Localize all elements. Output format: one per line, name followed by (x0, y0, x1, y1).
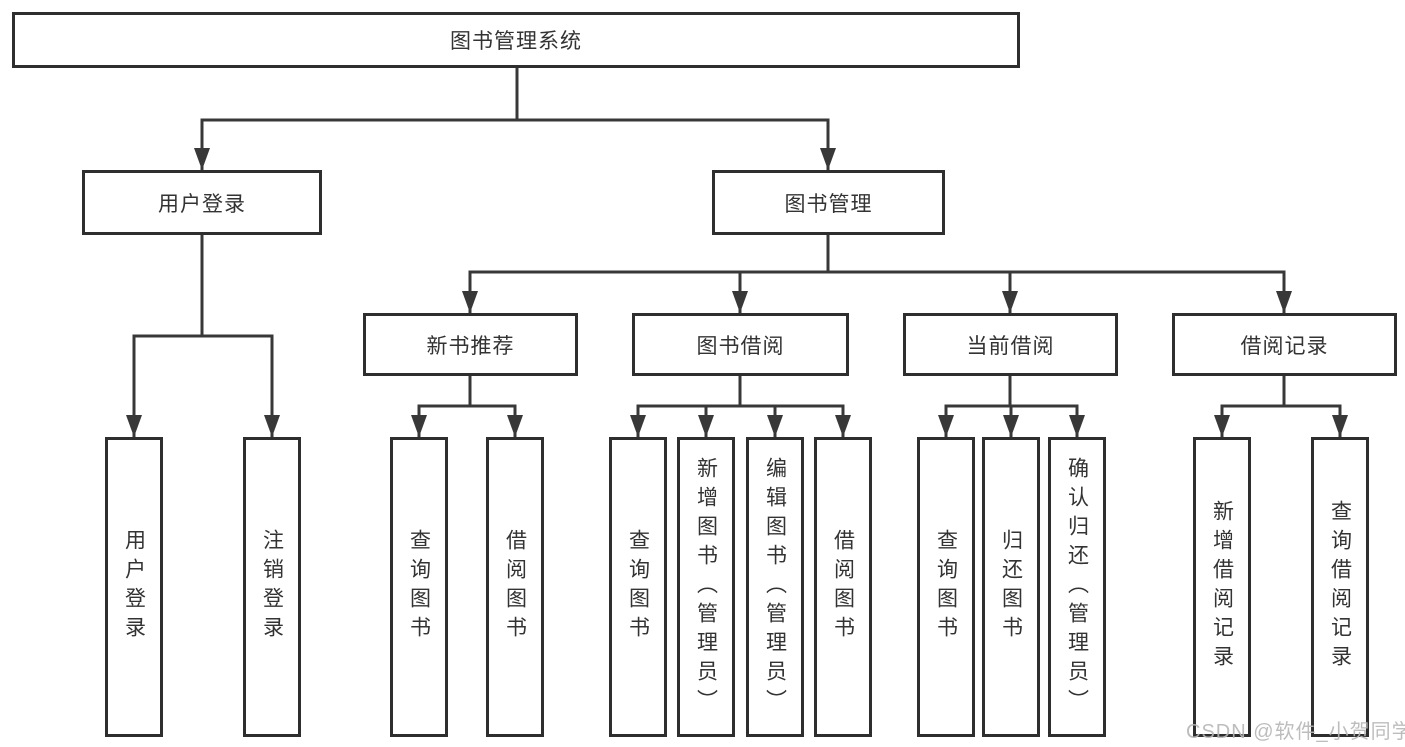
leaf-label: 查询借阅记录 (1328, 500, 1352, 674)
leaf-label: 新增图书（管理员） (694, 456, 718, 718)
leaf-query-books-current: 查询图书 (917, 437, 975, 737)
leaf-label: 借阅图书 (503, 529, 527, 645)
leaf-return-books: 归还图书 (982, 437, 1040, 737)
node-new-book-recommendation: 新书推荐 (363, 313, 578, 376)
leaf-label: 新增借阅记录 (1210, 500, 1234, 674)
connector-user-login-branch (126, 235, 280, 437)
leaf-label: 查询图书 (934, 529, 958, 645)
leaf-label: 确认归还（管理员） (1065, 456, 1089, 718)
node-book-borrowing: 图书借阅 (632, 313, 849, 376)
node-label: 新书推荐 (426, 334, 515, 358)
node-library-system-root: 图书管理系统 (12, 12, 1020, 68)
node-current-borrowing: 当前借阅 (903, 313, 1118, 376)
leaf-add-borrow-record: 新增借阅记录 (1193, 437, 1251, 737)
leaf-query-books-borrow: 查询图书 (609, 437, 667, 737)
leaf-query-books-recommend: 查询图书 (390, 437, 448, 737)
leaf-label: 查询图书 (407, 529, 431, 645)
csdn-watermark: CSDN @软件_小贺同学 (1186, 721, 1405, 743)
leaf-label: 用户登录 (122, 529, 146, 645)
node-label: 图书管理 (784, 192, 873, 216)
connector-book-mgmt-branch (462, 235, 1292, 313)
leaf-logout: 注销登录 (243, 437, 301, 737)
leaf-user-login: 用户登录 (105, 437, 163, 737)
connector-new-books-branch (411, 376, 523, 437)
leaf-add-books-admin: 新增图书（管理员） (677, 437, 735, 737)
leaf-label: 归还图书 (999, 529, 1023, 645)
node-book-management: 图书管理 (712, 170, 945, 235)
node-label: 图书借阅 (696, 334, 785, 358)
node-borrowing-records: 借阅记录 (1172, 313, 1397, 376)
node-user-login: 用户登录 (82, 170, 322, 235)
leaf-label: 借阅图书 (831, 529, 855, 645)
leaf-edit-books-admin: 编辑图书（管理员） (746, 437, 804, 737)
connector-book-borrow-branch (630, 376, 851, 437)
node-label: 用户登录 (158, 192, 246, 216)
leaf-label: 查询图书 (626, 529, 650, 645)
leaf-label: 注销登录 (260, 529, 284, 645)
node-label: 图书管理系统 (450, 30, 582, 53)
node-label: 借阅记录 (1240, 334, 1329, 358)
leaf-label: 编辑图书（管理员） (763, 456, 787, 718)
connector-current-borrow-branch (938, 376, 1085, 437)
leaf-borrow-books-recommend: 借阅图书 (486, 437, 544, 737)
node-label: 当前借阅 (966, 334, 1055, 358)
leaf-query-borrow-record: 查询借阅记录 (1311, 437, 1369, 737)
leaf-confirm-return-admin: 确认归还（管理员） (1048, 437, 1106, 737)
leaf-borrow-books: 借阅图书 (814, 437, 872, 737)
connector-root-to-level2 (194, 68, 836, 170)
connector-records-branch (1214, 376, 1348, 437)
